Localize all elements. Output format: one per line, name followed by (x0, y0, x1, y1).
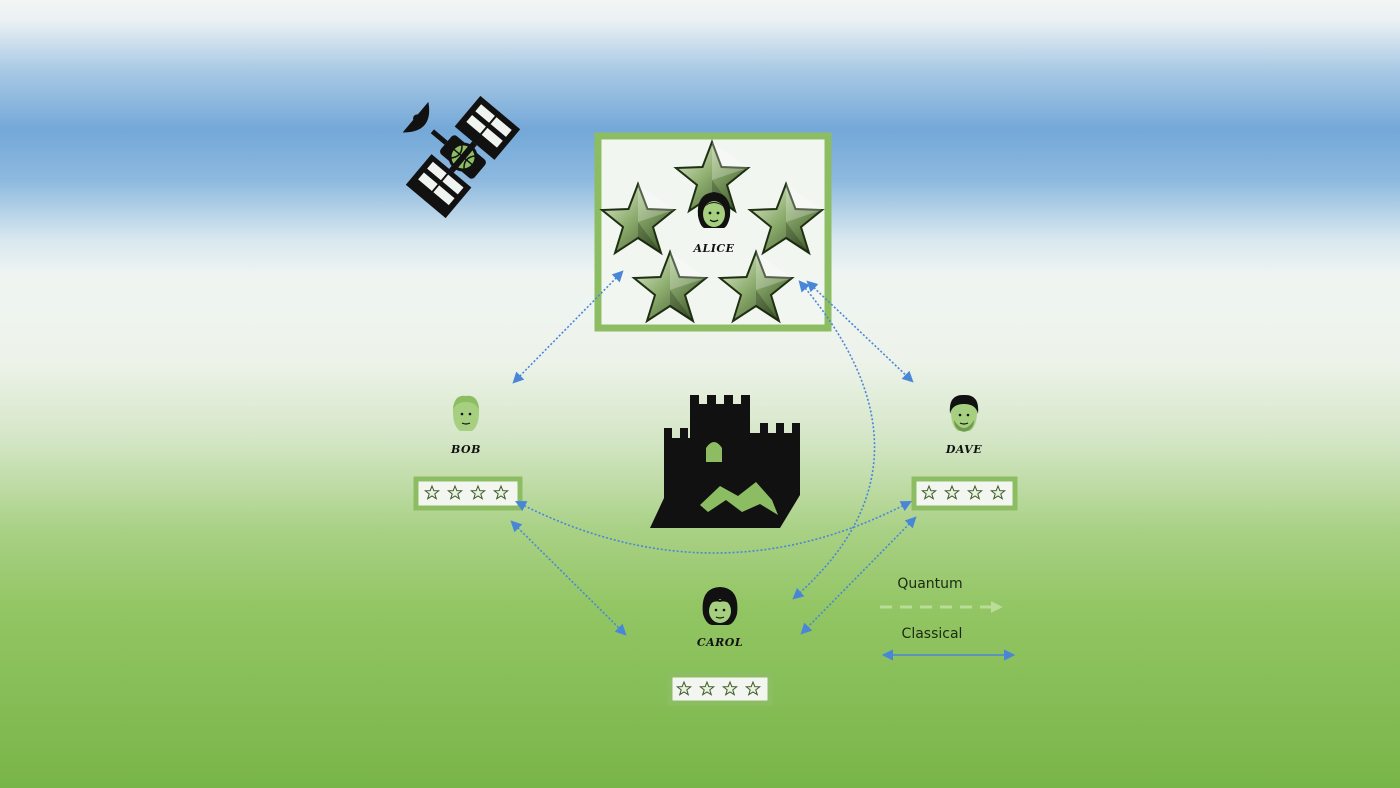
alice-face-icon (697, 192, 731, 228)
dave-node: DAVE (911, 394, 1018, 511)
legend-classical-label: Classical (902, 626, 963, 642)
carol-label: CAROL (697, 636, 743, 649)
bob-star-bar (413, 476, 523, 511)
carol-face-icon (702, 587, 738, 625)
bob-node: BOB (413, 395, 523, 511)
legend-quantum-label: Quantum (897, 576, 962, 592)
bob-face-icon (452, 395, 480, 431)
alice-node: ALICE (594, 132, 832, 332)
carol-star-bar (667, 672, 773, 706)
link-dave-carol (800, 516, 917, 635)
bob-label: BOB (450, 443, 481, 456)
link-alice-bob (512, 270, 624, 384)
dave-star-bar (911, 476, 1018, 511)
dave-face-icon (949, 394, 979, 432)
dave-label: DAVE (945, 443, 982, 456)
satellite-icon (402, 95, 521, 219)
legend: Quantum Classical (880, 576, 1016, 661)
castle-icon (650, 395, 800, 528)
alice-label: ALICE (692, 242, 734, 255)
carol-node: CAROL (667, 587, 773, 706)
link-bob-carol (510, 520, 627, 636)
